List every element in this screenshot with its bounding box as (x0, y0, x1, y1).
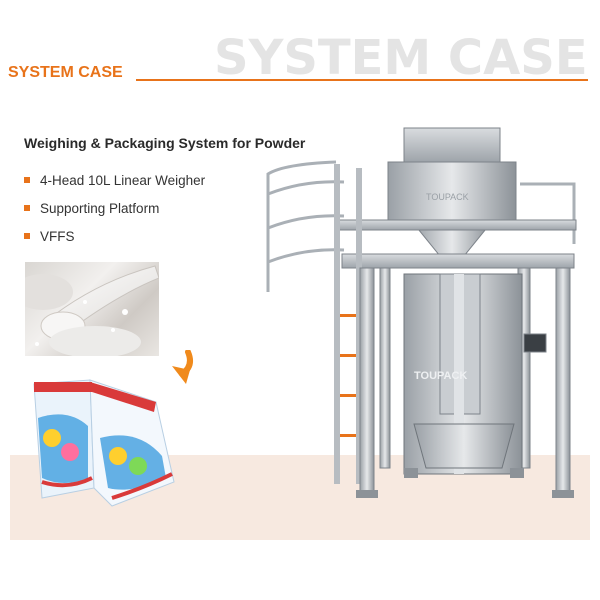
list-item: 4-Head 10L Linear Weigher (24, 166, 205, 194)
packaging-machine-photo: TOUPACK TOUPACK (266, 127, 577, 498)
bullet-icon (24, 233, 30, 239)
list-item: Supporting Platform (24, 194, 205, 222)
weigher-brand-label: TOUPACK (426, 192, 469, 202)
machine-brand-label: TOUPACK (414, 370, 467, 382)
powder-photo (25, 262, 159, 356)
section-title: SYSTEM CASE (8, 64, 123, 81)
bullet-icon (24, 177, 30, 183)
arrow-curved-icon (172, 350, 193, 384)
powder-bag-product (33, 379, 175, 507)
background-title: SYSTEM CASE (214, 30, 588, 86)
system-heading: Weighing & Packaging System for Powder (24, 135, 306, 151)
component-list: 4-Head 10L Linear Weigher Supporting Pla… (24, 166, 205, 250)
list-item-label: Supporting Platform (40, 200, 160, 216)
bullet-icon (24, 205, 30, 211)
title-underline (136, 79, 588, 81)
list-item: VFFS (24, 222, 205, 250)
list-item-label: 4-Head 10L Linear Weigher (40, 172, 206, 188)
list-item-label: VFFS (40, 228, 75, 244)
